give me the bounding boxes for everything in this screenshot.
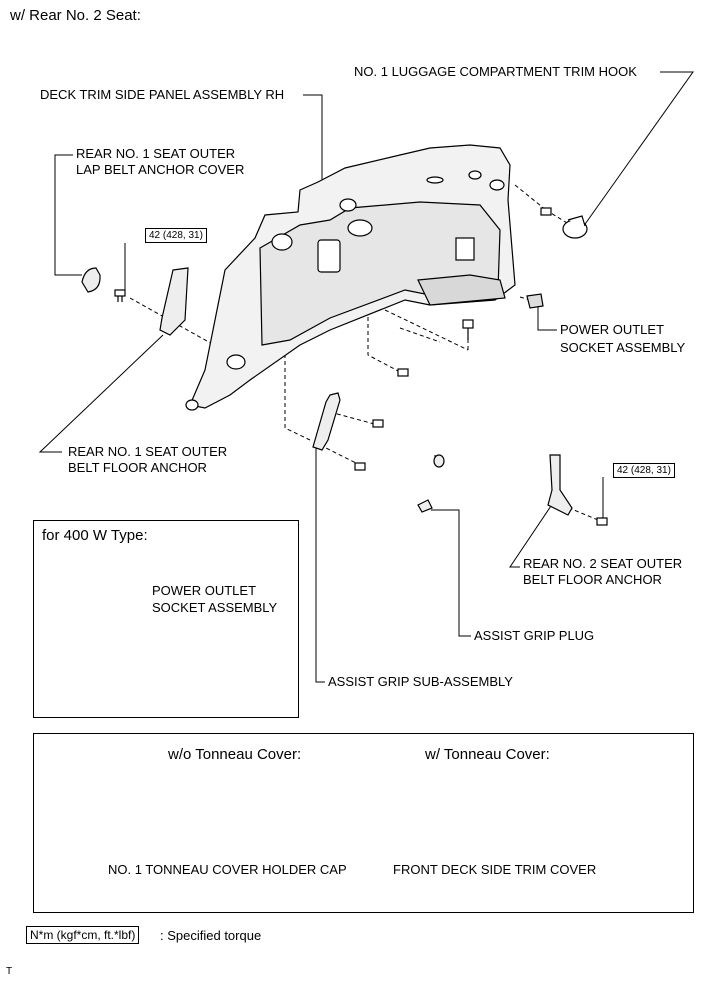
page-title: w/ Rear No. 2 Seat: [10, 7, 141, 24]
inset-400w-panel: for 400 W Type: [33, 520, 299, 718]
label-deck-trim-panel: DECK TRIM SIDE PANEL ASSEMBLY RH [40, 87, 285, 102]
front-deck-trim-cover-label: FRONT DECK SIDE TRIM COVER [393, 862, 597, 877]
luggage-hook-shape [562, 215, 588, 239]
torque-spec-left: 42 (428, 31) [145, 228, 207, 243]
tonneau-with-title: w/ Tonneau Cover: [425, 746, 550, 763]
tonneau-cover-panel [33, 733, 694, 913]
legend-torque-unit: N*m (kgf*cm, ft.*lbf) [26, 926, 140, 944]
label-power-outlet-line2: SOCKET ASSEMBLY [560, 340, 686, 355]
assist-grip-shape [312, 392, 341, 451]
label-lap-belt-cover-line1: REAR NO. 1 SEAT OUTER [76, 146, 236, 161]
tonneau-holder-cap-label: NO. 1 TONNEAU COVER HOLDER CAP [108, 862, 347, 877]
tonneau-without-title: w/o Tonneau Cover: [168, 746, 302, 763]
label-floor-anchor-2-line2: BELT FLOOR ANCHOR [523, 572, 662, 587]
label-floor-anchor-2-line1: REAR NO. 2 SEAT OUTER [523, 556, 683, 571]
deck-trim-panel-shape [185, 144, 516, 411]
bolt-left-shape [114, 289, 126, 302]
bolt-shape [372, 419, 384, 428]
bolt-shape [354, 462, 366, 471]
footer-mark: T [6, 966, 13, 977]
label-floor-anchor-1-line2: BELT FLOOR ANCHOR [68, 460, 207, 475]
lap-belt-anchor-cover-shape [81, 267, 101, 293]
floor-anchor-2-shape [547, 454, 573, 516]
label-floor-anchor-1-line1: REAR NO. 1 SEAT OUTER [68, 444, 228, 459]
label-power-outlet-line1: POWER OUTLET [560, 322, 665, 337]
label-assist-grip-plug: ASSIST GRIP PLUG [474, 628, 595, 643]
floor-anchor-1-shape [159, 267, 189, 336]
inset-400w-title: for 400 W Type: [42, 527, 148, 544]
label-lap-belt-cover-line2: LAP BELT ANCHOR COVER [76, 162, 245, 177]
bolt-shape [397, 368, 409, 377]
legend-torque-text: : Specified torque [160, 928, 262, 943]
assist-grip-plug-shape [417, 499, 433, 513]
bolt-shape [596, 517, 608, 526]
label-luggage-hook: NO. 1 LUGGAGE COMPARTMENT TRIM HOOK [354, 64, 637, 79]
inset-power-outlet-line1: POWER OUTLET [152, 583, 257, 598]
bolt-shape [540, 207, 552, 216]
power-outlet-socket-shape [526, 293, 544, 309]
bolt-shape [462, 319, 474, 340]
torque-spec-right: 42 (428, 31) [613, 463, 675, 478]
assist-grip-plug-shape [433, 454, 445, 468]
label-assist-grip: ASSIST GRIP SUB-ASSEMBLY [328, 674, 513, 689]
inset-power-outlet-line2: SOCKET ASSEMBLY [152, 600, 278, 615]
